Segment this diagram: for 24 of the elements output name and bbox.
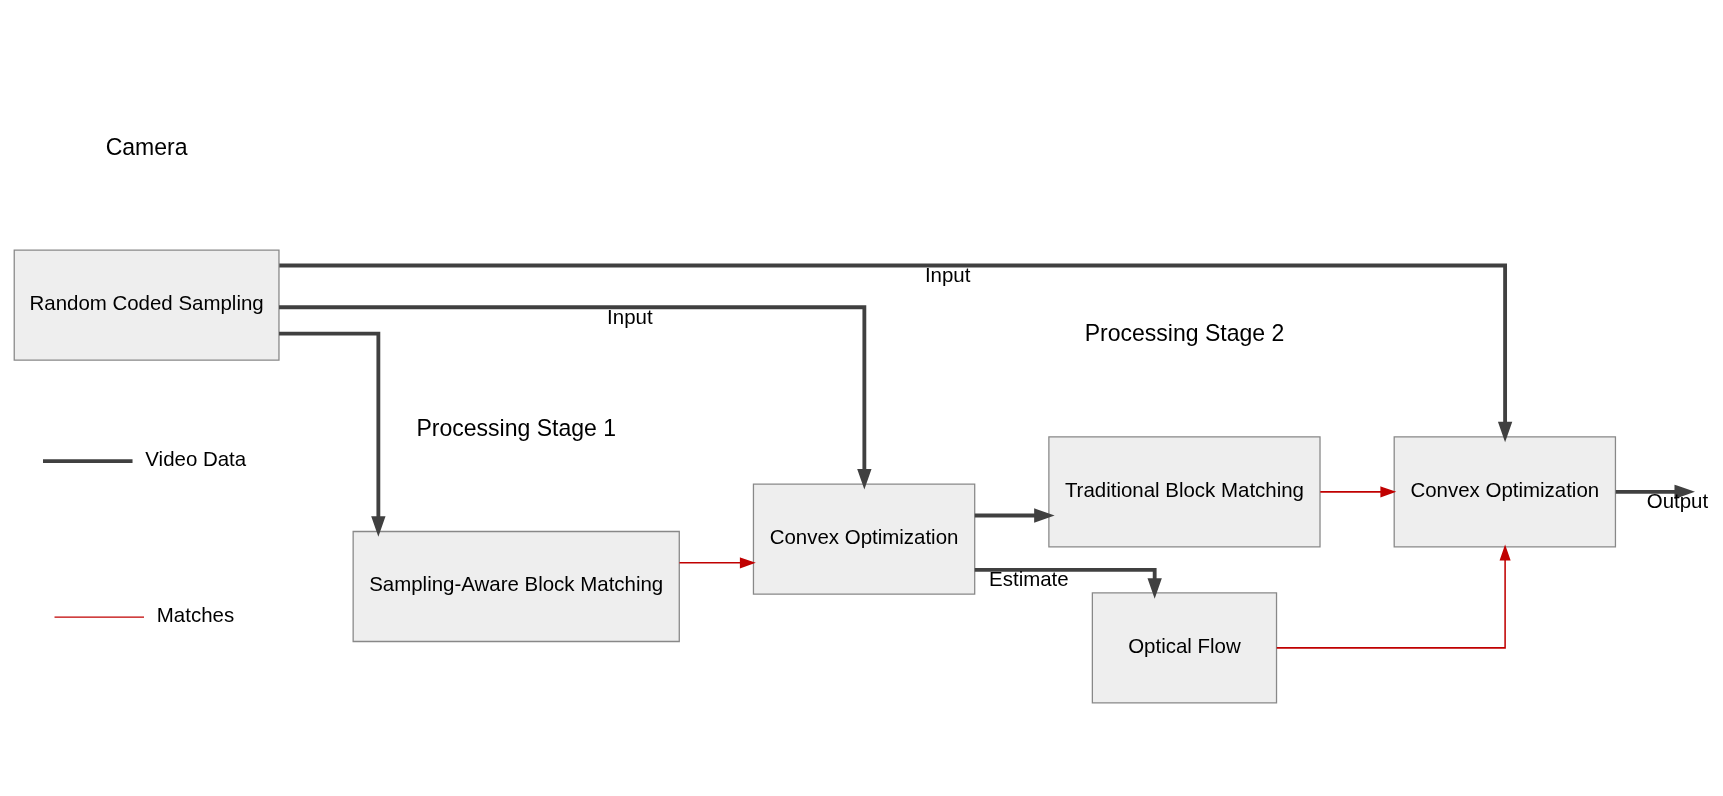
arrow	[279, 304, 872, 489]
arrow	[279, 263, 1513, 442]
edge-label: Input	[607, 304, 653, 328]
arrow	[1276, 544, 1511, 649]
legend-label: Video Data	[145, 446, 247, 470]
label: Processing Stage 2	[1084, 319, 1285, 346]
label: Processing Stage 1	[416, 414, 617, 441]
arrow	[1319, 485, 1397, 497]
arrow	[678, 556, 756, 568]
node-box: Convex Optimization	[752, 483, 976, 595]
node-box: Optical Flow	[1091, 591, 1278, 703]
label: Camera	[105, 133, 188, 160]
node-box: Traditional Block Matching	[1048, 435, 1321, 547]
arrow	[1615, 484, 1695, 499]
arrow	[279, 331, 386, 537]
edge-label: Output	[1646, 488, 1709, 512]
node-box: Convex Optimization	[1393, 435, 1617, 547]
arrow	[974, 507, 1055, 523]
edge-label: Estimate	[989, 566, 1069, 590]
node-box: Random Coded Sampling	[13, 249, 280, 361]
legend-label: Matches	[156, 602, 235, 626]
edge-label: Input	[924, 262, 971, 286]
node-box: Sampling-Aware Block Matching	[352, 530, 680, 642]
arrow	[974, 567, 1162, 599]
